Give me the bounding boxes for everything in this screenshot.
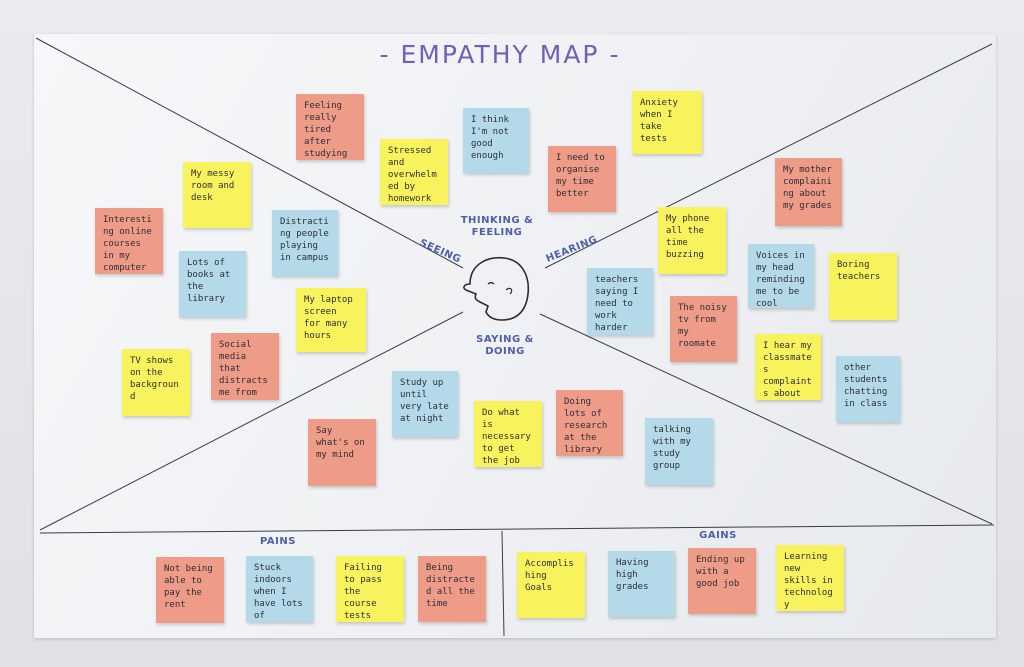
sticky-note: I think I'm not good enough	[463, 108, 529, 173]
sticky-note: Doing lots of research at the library	[556, 390, 623, 456]
sticky-note: TV shows on the background	[122, 349, 190, 416]
sticky-note: Feeling really tired after studying all …	[296, 94, 364, 160]
pains-gains-top-border	[39, 524, 995, 534]
sticky-note: Distracting people playing in campus	[272, 210, 338, 276]
diagonal-top-right	[544, 43, 993, 269]
sticky-note: Ending up with a good job	[688, 548, 756, 614]
sticky-note: Social media that distracts me from work	[211, 333, 279, 400]
sticky-note: Do what is necessary to get the job done	[474, 401, 542, 467]
sticky-note: My messy room and desk	[183, 162, 251, 228]
diagonal-bottom-right	[539, 313, 993, 525]
thinking-feeling-label: THINKING & FEELING	[460, 215, 534, 238]
sticky-note: talking with my study group	[645, 418, 713, 485]
sticky-note: The noisy tv from my roomate	[670, 296, 737, 362]
sticky-note: teachers saying I need to work harder	[587, 268, 653, 335]
pains-gains-divider	[501, 530, 505, 637]
sticky-note: Say what's on my mind	[308, 419, 376, 486]
saying-doing-label: SAYING & DOING	[476, 334, 534, 357]
sticky-note: Stressed and overwhelmed by homework dea…	[380, 139, 448, 205]
sticky-note: Failing to pass the course tests	[336, 556, 404, 622]
diagonal-top-left	[35, 37, 464, 269]
sticky-note: Learning new skills in technology	[776, 545, 844, 611]
sticky-note: Boring teachers	[829, 253, 897, 320]
sticky-note: My mother complaining about my grades	[775, 158, 842, 226]
sticky-note: Not being able to pay the rent	[156, 557, 224, 623]
sticky-note: Having high grades	[608, 551, 675, 617]
sticky-note: Lots of books at the library	[179, 251, 246, 317]
sticky-note: Being distracted all the time	[418, 556, 486, 622]
sticky-note: Accomplishing Goals	[517, 552, 585, 618]
sticky-note: Voices in my head reminding me to be coo…	[748, 244, 814, 308]
sticky-note: I hear my classmates complaints about th…	[755, 334, 821, 400]
sticky-note: Interesting online courses in my compute…	[95, 208, 163, 274]
page-title: - EMPATHY MAP -	[379, 40, 621, 69]
sticky-note: other students chatting in class	[836, 356, 900, 422]
gains-label: GAINS	[699, 530, 737, 541]
sticky-note: I need to organise my time better	[548, 146, 616, 212]
sticky-note: Anxiety when I take tests	[632, 91, 702, 154]
sticky-note: My laptop screen for many hours	[296, 288, 366, 352]
person-head-drawing	[463, 256, 530, 321]
sticky-note: Stuck indoors when I have lots of homewo…	[246, 556, 313, 622]
sticky-note: My phone all the time buzzing	[658, 207, 726, 274]
sticky-note: Study up until very late at night	[392, 371, 458, 437]
pains-label: PAINS	[260, 536, 296, 547]
diagonal-bottom-left	[39, 311, 464, 531]
